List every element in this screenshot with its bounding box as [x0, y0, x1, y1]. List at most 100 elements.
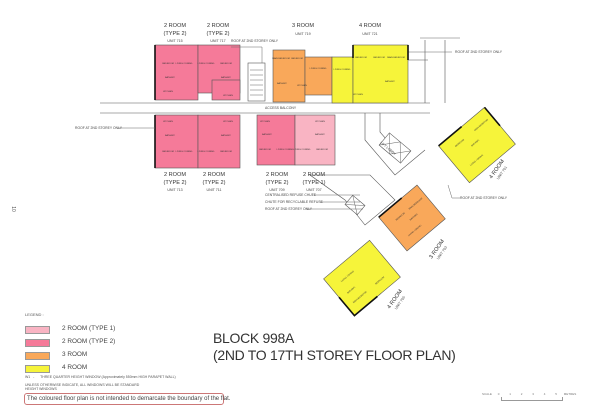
legend-swatch — [25, 326, 50, 334]
bath-label: BATH/WC — [471, 138, 481, 147]
window-note: W1 - THREE QUARTER HEIGHT WINDOW (Approx… — [25, 375, 176, 379]
svg-text:MAIN BEDROOM: MAIN BEDROOM — [272, 57, 290, 60]
label-unit-703: 3 ROOM UNIT 703 — [428, 238, 448, 260]
legend-title: LEGEND : — [25, 312, 44, 317]
unit-709[interactable]: KITCHEN BATH/WC BEDROOM LIVING / DINING — [256, 114, 296, 166]
svg-text:UNIT 721: UNIT 721 — [362, 32, 377, 36]
svg-text:UNIT 717: UNIT 717 — [210, 39, 225, 43]
svg-text:UNIT 707: UNIT 707 — [306, 188, 321, 192]
svg-text:BEDROOM: BEDROOM — [316, 149, 327, 151]
svg-text:BEDROOM: BEDROOM — [220, 151, 231, 153]
bath-label: BATH/WC — [347, 286, 357, 295]
svg-text:(TYPE 2): (TYPE 2) — [163, 31, 186, 37]
svg-text:2 ROOM: 2 ROOM — [266, 172, 288, 178]
svg-text:2 ROOM: 2 ROOM — [207, 23, 229, 29]
label-unit-719: 3 ROOM UNIT 719 — [292, 23, 314, 36]
svg-text:KITCHEN: KITCHEN — [297, 85, 307, 87]
label-unit-715: 2 ROOM (TYPE 2) UNIT 715 — [163, 23, 186, 43]
svg-text:ACCESS BALCONY: ACCESS BALCONY — [265, 106, 297, 110]
unit-713[interactable]: KITCHEN BATH/WC BEDROOM LIVING / DINING — [154, 114, 199, 169]
label-unit-717: 2 ROOM (TYPE 2) UNIT 717 — [206, 23, 229, 43]
svg-text:2 ROOM: 2 ROOM — [164, 23, 186, 29]
svg-text:UNIT 719: UNIT 719 — [295, 32, 310, 36]
svg-text:(TYPE 2): (TYPE 2) — [202, 180, 225, 186]
bath-label: BATH/WC — [277, 82, 287, 85]
disclaimer: The coloured floor plan is not intended … — [24, 393, 230, 405]
svg-text:(TYPE 2): (TYPE 2) — [163, 180, 186, 186]
svg-text:ROOF AT 2ND STOREY ONLY: ROOF AT 2ND STOREY ONLY — [265, 207, 313, 211]
unit-715[interactable]: BEDROOM LIVING / DINING BATH/WC KITCHEN — [154, 44, 199, 101]
svg-text:BEDROOM: BEDROOM — [455, 139, 465, 148]
unit-717[interactable]: LIVING / DINING BEDROOM BATH/WC KITCHEN — [198, 44, 241, 101]
stair-core — [247, 62, 266, 102]
svg-text:CENTRALISED REFUSE CHUTE: CENTRALISED REFUSE CHUTE — [265, 193, 317, 197]
svg-text:2 ROOM: 2 ROOM — [164, 172, 186, 178]
unit-711[interactable]: KITCHEN BATH/WC LIVING / DINING BEDROOM — [198, 114, 241, 169]
svg-text:4 ROOM: 4 ROOM — [359, 23, 381, 29]
lift-core — [378, 132, 412, 164]
svg-text:LIVING / DINING: LIVING / DINING — [176, 151, 193, 153]
svg-text:UNIT 713: UNIT 713 — [167, 188, 182, 192]
svg-text:LIVING / DINING: LIVING / DINING — [277, 149, 294, 151]
svg-text:ROOF AT 2ND STOREY ONLY: ROOF AT 2ND STOREY ONLY — [75, 126, 123, 130]
svg-text:UNIT 715: UNIT 715 — [167, 39, 182, 43]
svg-text:(TYPE 2): (TYPE 2) — [265, 180, 288, 186]
bath-label: BATH/WC — [221, 76, 231, 79]
unit-703[interactable]: BEDROOM MAIN BEDROOM BATH/WC LIVING / DI… — [378, 184, 446, 252]
svg-text:CHUTE FOR RECYCLABLE REFUSE: CHUTE FOR RECYCLABLE REFUSE — [265, 200, 324, 204]
svg-text:KITCHEN: KITCHEN — [223, 95, 233, 97]
unit-707[interactable]: KITCHEN BATH/WC LIVING / DINING BEDROOM — [294, 114, 336, 166]
svg-text:UNIT 709: UNIT 709 — [269, 188, 284, 192]
svg-text:UNIT 711: UNIT 711 — [206, 188, 221, 192]
svg-text:KITCHEN: KITCHEN — [353, 94, 363, 96]
svg-text:LIVING / DINING: LIVING / DINING — [294, 149, 311, 151]
svg-text:3 ROOM: 3 ROOM — [292, 23, 314, 29]
svg-text:BEDROOM: BEDROOM — [291, 58, 302, 60]
svg-text:LIVING / DINING: LIVING / DINING — [198, 63, 215, 65]
bath-label: BATH/WC — [262, 133, 272, 136]
svg-text:LIVING / DINING: LIVING / DINING — [310, 68, 327, 70]
legend-swatch — [25, 339, 50, 347]
label-unit-709: 2 ROOM (TYPE 2) UNIT 709 — [265, 172, 288, 192]
block-title: BLOCK 998A (2ND TO 17TH STOREY FLOOR PLA… — [213, 330, 456, 363]
svg-text:KITCHEN: KITCHEN — [163, 121, 173, 123]
bath-label: BATH/WC — [315, 133, 325, 136]
svg-text:BEDROOM: BEDROOM — [375, 277, 385, 286]
svg-text:MAIN BEDROOM: MAIN BEDROOM — [387, 56, 405, 59]
unit-721[interactable]: LIVING / DINING BEDROOM BEDROOM MAIN BED… — [331, 44, 409, 104]
svg-text:KITCHEN: KITCHEN — [163, 91, 173, 93]
bath-label: BATH/WC — [409, 212, 419, 221]
label-unit-713: 2 ROOM (TYPE 2) UNIT 713 — [163, 172, 186, 192]
bath-label: BATH/WC — [385, 80, 395, 83]
svg-text:(TYPE 2): (TYPE 2) — [206, 31, 229, 37]
svg-text:2 ROOM: 2 ROOM — [303, 172, 325, 178]
page-number: 10 — [9, 206, 16, 212]
svg-text:BEDROOM: BEDROOM — [220, 63, 231, 65]
unit-719[interactable]: MAIN BEDROOM BEDROOM LIVING / DINING BAT… — [272, 49, 333, 103]
svg-text:LIVING / DINING: LIVING / DINING — [176, 63, 193, 65]
bath-label: BATH/WC — [165, 76, 175, 79]
svg-text:ROOF AT 2ND STOREY ONLY: ROOF AT 2ND STOREY ONLY — [460, 196, 508, 200]
svg-text:KITCHEN: KITCHEN — [223, 121, 233, 123]
unit-705[interactable]: LIVING / DINING BATH/WC MAIN BEDROOM BED… — [323, 239, 401, 317]
svg-text:BEDROOM: BEDROOM — [373, 57, 384, 59]
svg-text:BEDROOM: BEDROOM — [396, 213, 406, 222]
svg-text:ROOF AT 2ND STOREY ONLY: ROOF AT 2ND STOREY ONLY — [455, 50, 503, 54]
svg-text:ROOF AT 2ND STOREY ONLY: ROOF AT 2ND STOREY ONLY — [231, 39, 279, 43]
bath-label: BATH/WC — [221, 134, 231, 137]
unit-701[interactable]: BEDROOM MAIN BEDROOM BATH/WC LIVING / DI… — [438, 106, 516, 184]
label-unit-705: 4 ROOM UNIT 705 — [386, 288, 406, 310]
label-unit-721: 4 ROOM UNIT 721 — [359, 23, 381, 36]
svg-text:2 ROOM: 2 ROOM — [203, 172, 225, 178]
svg-text:KITCHEN: KITCHEN — [260, 121, 270, 123]
svg-text:BEDROOM: BEDROOM — [259, 149, 270, 151]
refuse-chute — [344, 194, 366, 216]
legend-swatch — [25, 365, 50, 373]
scale-bar: SCALE 0 1 2 3 4 5 METRES — [482, 392, 576, 401]
svg-text:LIVING / DINING: LIVING / DINING — [334, 69, 351, 71]
legend-swatch — [25, 352, 50, 360]
label-unit-707: 2 ROOM (TYPE 1) UNIT 707 — [302, 172, 325, 192]
svg-text:BEDROOM: BEDROOM — [162, 151, 173, 153]
svg-text:BEDROOM: BEDROOM — [162, 63, 173, 65]
